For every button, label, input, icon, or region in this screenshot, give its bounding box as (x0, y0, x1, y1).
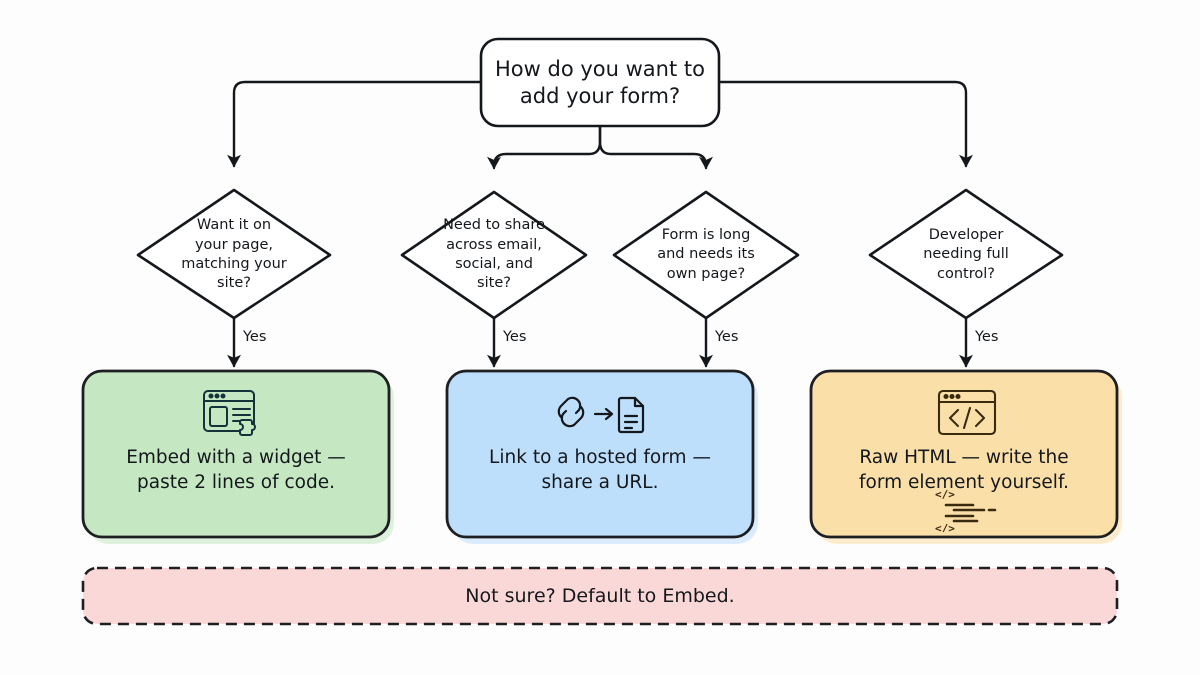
decision-developer-shape[interactable] (868, 188, 1064, 320)
outcome-hosted-link-shape[interactable] (445, 369, 755, 539)
outcome-raw-html-shape[interactable] (809, 369, 1119, 539)
decision-share-shape[interactable] (400, 190, 588, 320)
edge-root-to-decision-embed (227, 80, 483, 168)
decision-embed-shape[interactable] (136, 188, 332, 320)
default-banner-shape[interactable] (81, 566, 1119, 626)
decision-long-form-shape[interactable] (612, 190, 800, 320)
edge-root-to-decision-long-form (598, 124, 713, 170)
outcome-embed-shape[interactable] (81, 369, 391, 539)
root-node-shape[interactable] (479, 37, 721, 128)
edge-root-to-decision-developer (717, 80, 973, 168)
